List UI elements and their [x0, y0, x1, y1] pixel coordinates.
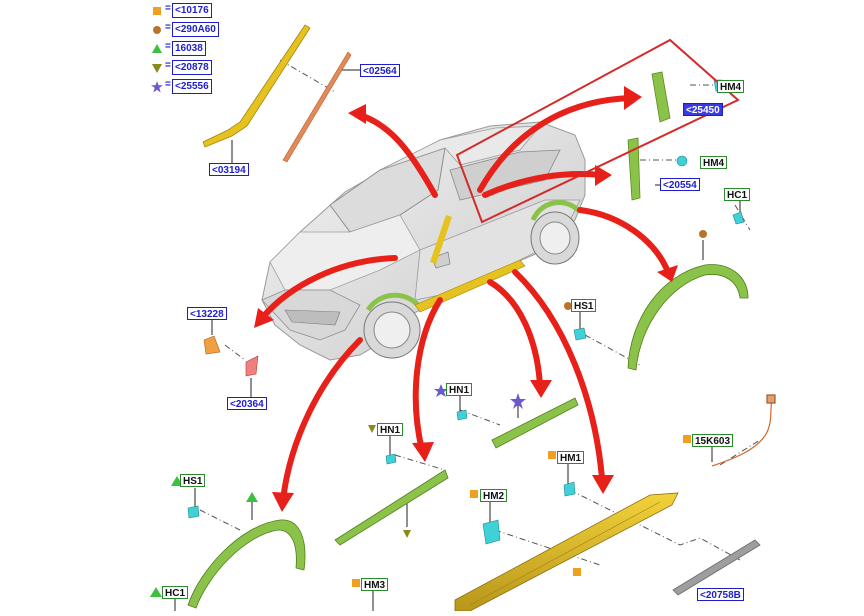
clip-hn1-left: [385, 453, 397, 465]
callout-hm1[interactable]: HM1: [557, 451, 585, 464]
callout-15k603[interactable]: 15K603: [692, 434, 734, 447]
circle-icon: [151, 23, 163, 35]
callout-03194[interactable]: <03194: [209, 163, 249, 176]
clip-hm1: [563, 481, 576, 497]
callout-13228[interactable]: <13228: [187, 307, 227, 320]
legend-equals: =: [165, 22, 171, 33]
front-wheel-arch-part: [187, 519, 306, 609]
car-body: [261, 121, 586, 361]
legend-code[interactable]: 16038: [172, 41, 206, 56]
label-leaders: [174, 69, 741, 611]
callout-hm4-top[interactable]: HM4: [717, 80, 745, 93]
callout-20554[interactable]: <20554: [660, 178, 700, 191]
quarter-molding-part-upper: [651, 71, 671, 123]
clip-cyan-hc1-right: [732, 211, 745, 225]
legend-equals: =: [165, 79, 171, 90]
callout-hm4-mid[interactable]: HM4: [700, 156, 728, 169]
bracket-13228: [203, 335, 221, 355]
triangle-down-icon: [151, 61, 163, 73]
triangle-icon: [151, 42, 163, 54]
legend-equals: =: [165, 3, 171, 14]
callout-hn1-star[interactable]: HN1: [446, 383, 473, 396]
explode-arrows: [259, 95, 671, 503]
rocker-sill-part: [454, 492, 679, 612]
legend-equals: =: [165, 60, 171, 71]
square-icon: [151, 4, 163, 16]
legend-code[interactable]: <290A60: [172, 22, 219, 37]
sill-trim-strip-part: [672, 539, 761, 596]
explode-arrowheads: [254, 86, 678, 512]
bracket-20364: [245, 355, 259, 377]
legend-code[interactable]: <10176: [172, 3, 212, 18]
callout-hc1-left[interactable]: HC1: [162, 586, 189, 599]
callout-25450[interactable]: <25450: [683, 103, 723, 116]
callout-hm3[interactable]: HM3: [361, 578, 389, 591]
clip-hn1-star: [456, 409, 468, 421]
highlight-box: [455, 38, 740, 224]
star-icon: [151, 80, 163, 93]
callout-hs1-right[interactable]: HS1: [571, 299, 597, 312]
legend-code[interactable]: <20878: [172, 60, 212, 75]
callout-hs1-left[interactable]: HS1: [180, 474, 206, 487]
clip-cyan-hm4-mid: [676, 155, 688, 167]
callout-hm2[interactable]: HM2: [480, 489, 508, 502]
legend-code[interactable]: <25556: [172, 79, 212, 94]
callout-hn1-left[interactable]: HN1: [377, 423, 404, 436]
callout-20758b[interactable]: <20758B: [697, 588, 744, 601]
legend-equals: =: [165, 41, 171, 52]
windshield-molding-part: [202, 24, 311, 148]
front-door-lower-molding-part: [334, 469, 449, 546]
wire-harness-part: [711, 394, 776, 467]
clip-hs1-left: [187, 505, 200, 519]
clip-hm2: [482, 519, 501, 545]
pillar-strip-part: [282, 51, 352, 163]
callout-20364[interactable]: <20364: [227, 397, 267, 410]
callout-02564[interactable]: <02564: [360, 64, 400, 77]
quarter-molding-part-lower: [627, 137, 641, 201]
rear-wheel-arch-part: [627, 264, 749, 371]
clip-hs1-right: [573, 327, 587, 341]
door-lower-molding-part: [491, 397, 579, 449]
callout-hc1-right[interactable]: HC1: [724, 188, 751, 201]
